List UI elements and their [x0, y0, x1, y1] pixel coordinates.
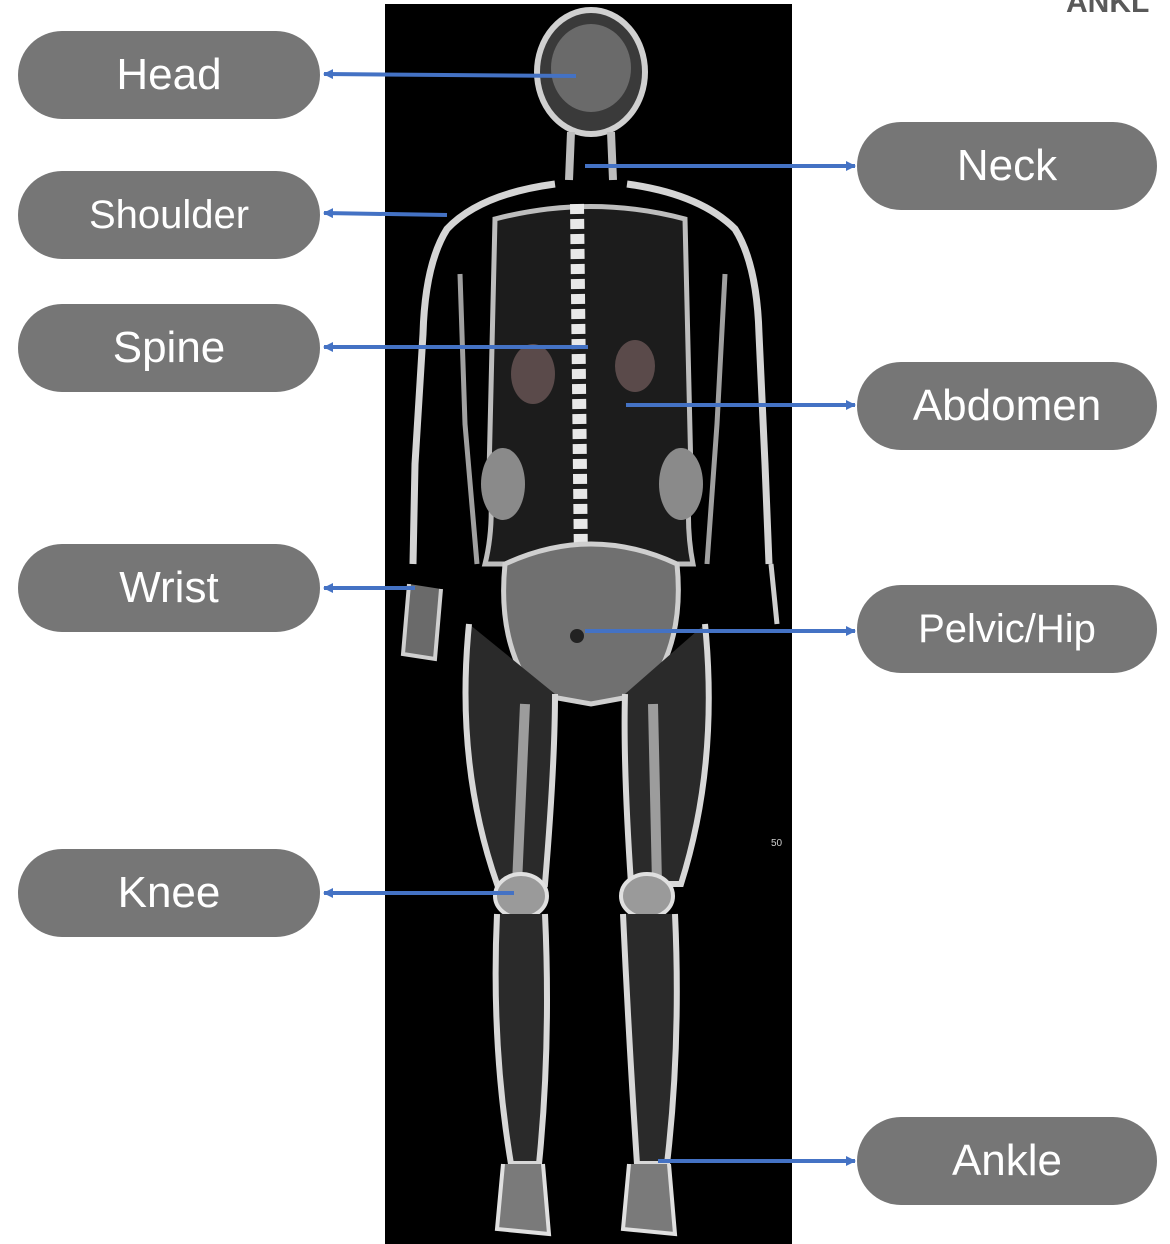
label-wrist: Wrist	[18, 544, 320, 632]
label-shoulder: Shoulder	[18, 171, 320, 259]
label-abdomen: Abdomen	[857, 362, 1157, 450]
image-scale-marker: 50	[771, 838, 782, 849]
label-ankle: Ankle	[857, 1117, 1157, 1205]
corner-heading: ANKL	[1066, 0, 1149, 20]
label-knee: Knee	[18, 849, 320, 937]
label-neck: Neck	[857, 122, 1157, 210]
arrow-head	[324, 74, 576, 76]
label-spine: Spine	[18, 304, 320, 392]
arrow-shoulder	[324, 213, 447, 215]
label-pelvic-hip: Pelvic/Hip	[857, 585, 1157, 673]
label-head: Head	[18, 31, 320, 119]
